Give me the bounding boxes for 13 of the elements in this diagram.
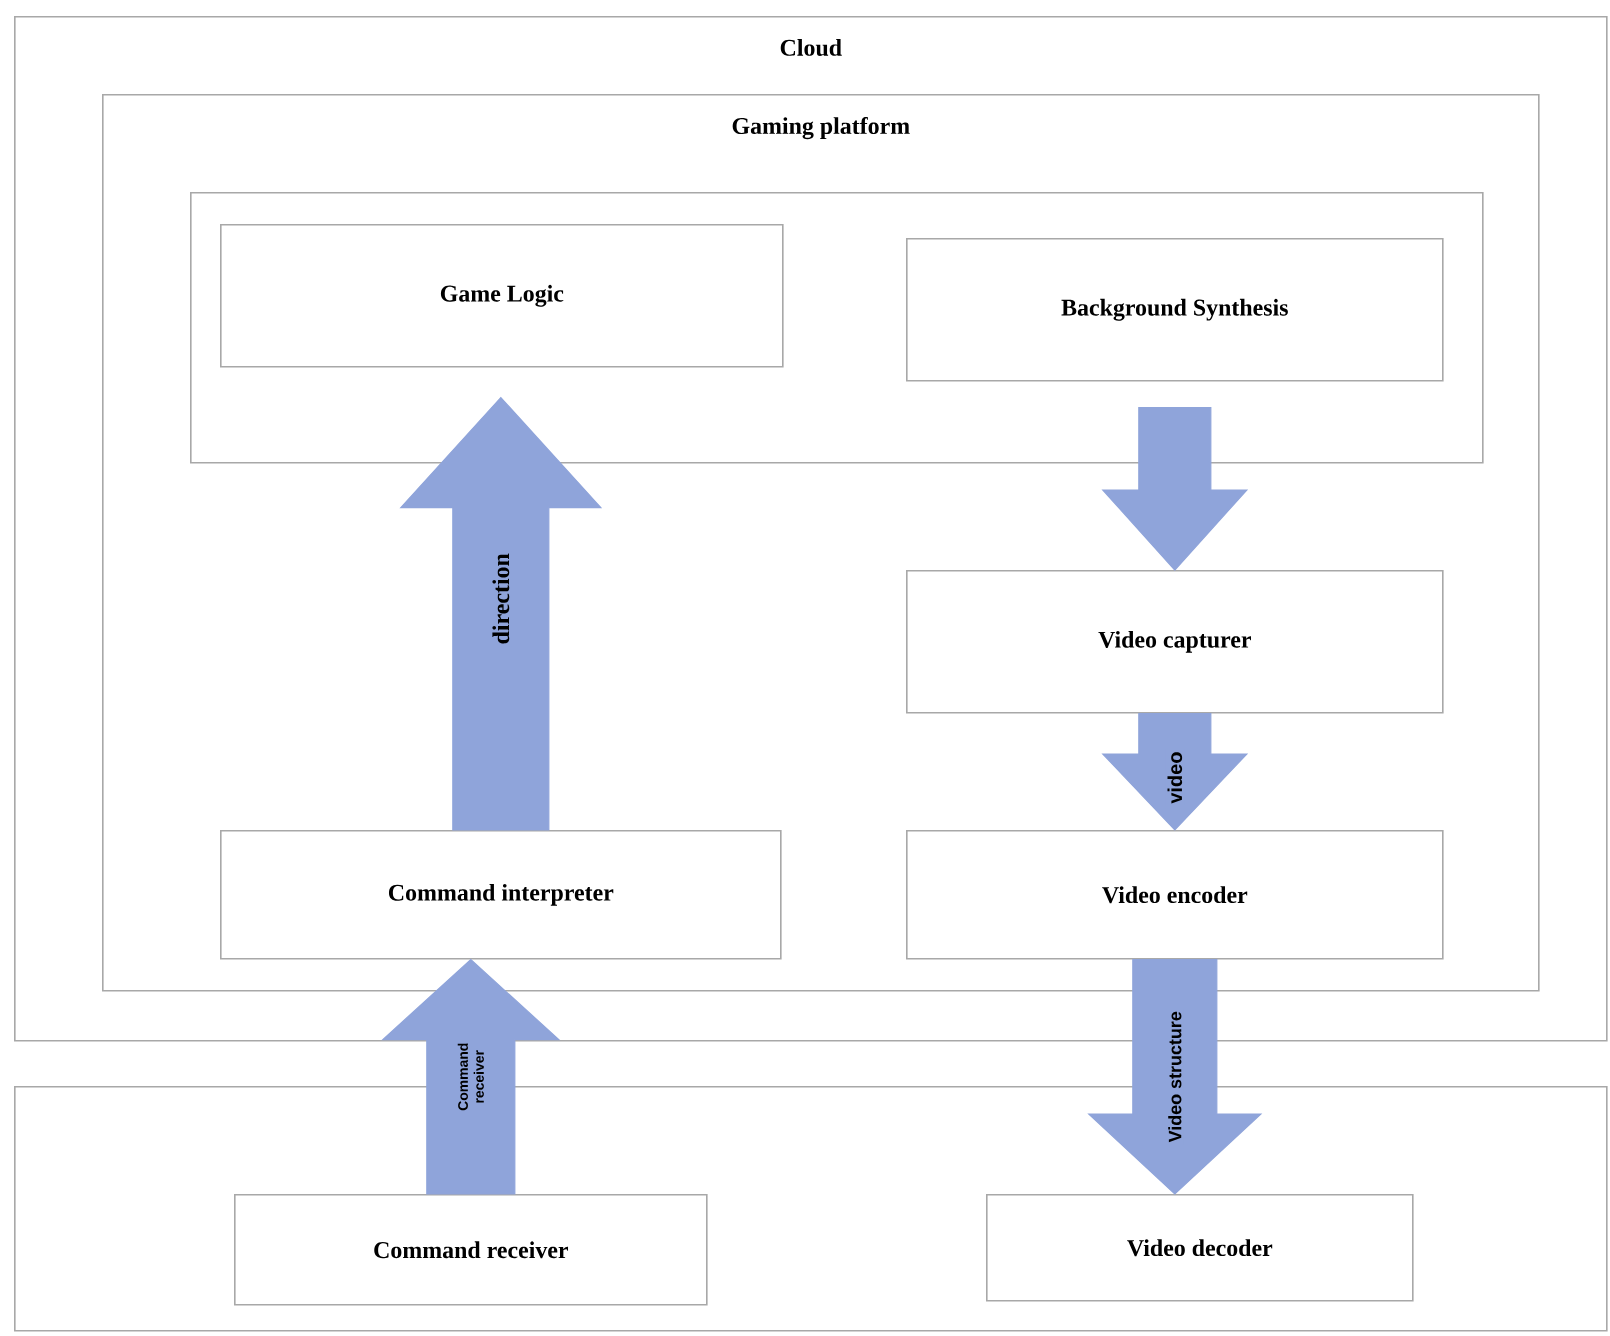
block-arrow — [1087, 959, 1263, 1195]
block-arrow — [1101, 407, 1249, 571]
process-box: Background Synthesis — [906, 238, 1444, 382]
block-arrow — [1101, 713, 1249, 831]
process-box: Video decoder — [986, 1194, 1414, 1302]
process-box: Video capturer — [906, 570, 1444, 714]
process-box: Video encoder — [906, 830, 1444, 960]
edge-label: video — [1165, 749, 1185, 806]
process-box: Game Logic — [220, 224, 784, 368]
process-box: Command receiver — [234, 1194, 708, 1306]
edge-label: direction — [490, 551, 512, 647]
block-arrow — [399, 396, 603, 831]
process-box: Command interpreter — [220, 830, 782, 960]
